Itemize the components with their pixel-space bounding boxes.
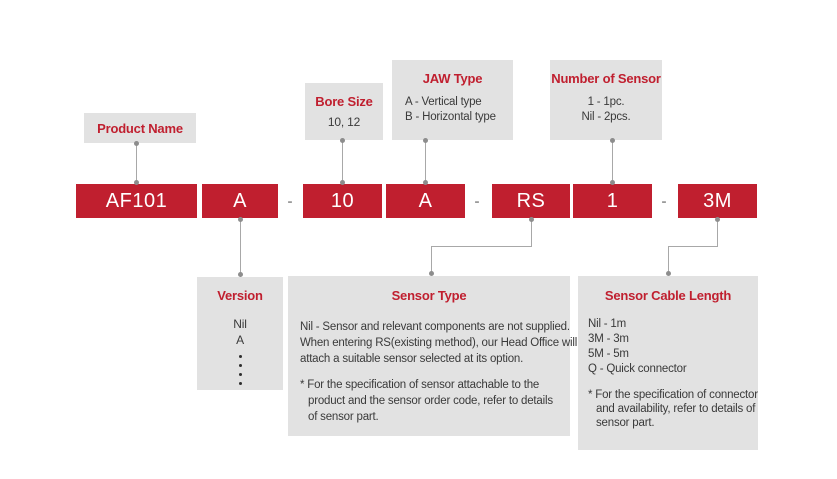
callout-version: Version Nil A: [197, 277, 283, 390]
option-item: A: [236, 333, 244, 347]
code-separator: -: [474, 192, 480, 210]
code-text: AF101: [105, 189, 168, 212]
connector-elbow-sensor-cable-length: [668, 246, 669, 275]
option-list: Nil - 1m 3M - 3m 5M - 5m Q - Quick conne…: [588, 317, 758, 377]
option-item: 1 - 1pc.: [587, 96, 625, 108]
connector-line-jaw-type: [425, 140, 426, 184]
option-list: A - Vertical type B - Horizontal type: [405, 95, 513, 125]
callout-jaw-type: JAW Type A - Vertical type B - Horizonta…: [392, 60, 513, 140]
callout-title: Sensor Cable Length: [604, 288, 732, 303]
connector-dot: [429, 271, 434, 276]
option-item: Nil: [233, 317, 247, 331]
code-block-sensor-type: RS: [492, 184, 570, 218]
footnote-line: sensor part.: [596, 417, 655, 429]
option-item: Q - Quick connector: [588, 363, 687, 375]
description-line: attach a suitable sensor selected at its…: [300, 353, 524, 365]
code-text: 3M: [703, 189, 732, 212]
code-separator: -: [287, 192, 293, 210]
option-item: 3M - 3m: [588, 333, 629, 345]
footnote: * For the specification of sensor attach…: [300, 377, 570, 425]
code-text: RS: [516, 189, 546, 212]
footnote: * For the specification of connector and…: [588, 388, 758, 430]
connector-line-version: [240, 218, 241, 277]
connector-dot: [423, 180, 428, 185]
code-block-version: A: [202, 184, 278, 218]
connector-elbow-sensor-type: [531, 219, 532, 247]
description-line: When entering RS(existing method), our H…: [300, 337, 578, 349]
description-line: Nil - Sensor and relevant components are…: [300, 321, 570, 333]
callout-title: Bore Size: [315, 94, 373, 109]
description: Nil - Sensor and relevant components are…: [300, 319, 578, 425]
bore-size-values: 10, 12: [327, 115, 361, 129]
connector-dot: [715, 217, 720, 222]
callout-product-name: Product Name: [84, 113, 196, 143]
footnote-line: of sensor part.: [308, 411, 379, 423]
connector-dot: [134, 180, 139, 185]
code-block-sensor-cable-length: 3M: [678, 184, 757, 218]
connector-dot: [529, 217, 534, 222]
callout-number-of-sensor: Number of Sensor 1 - 1pc. Nil - 2pcs.: [550, 60, 662, 140]
code-block-bore-size: 10: [303, 184, 382, 218]
more-options-ellipsis-icon: [197, 355, 283, 385]
connector-dot: [340, 180, 345, 185]
callout-sensor-cable-length: Sensor Cable Length Nil - 1m 3M - 3m 5M …: [578, 276, 758, 450]
footnote-line: and availability, refer to details of: [596, 403, 756, 415]
option-item: Nil - 1m: [588, 318, 627, 330]
connector-line-bore-size: [342, 140, 343, 184]
code-text: A: [418, 189, 433, 212]
code-block-number-of-sensor: 1: [573, 184, 652, 218]
footnote-line: * For the specification of connector: [588, 389, 758, 401]
connector-dot: [238, 217, 243, 222]
code-text: 1: [606, 189, 619, 212]
code-text: 10: [330, 189, 355, 212]
option-list: 1 - 1pc. Nil - 2pcs.: [550, 95, 662, 125]
connector-elbow-sensor-type: [431, 246, 432, 275]
code-block-product-name: AF101: [76, 184, 197, 218]
callout-bore-size: Bore Size 10, 12: [305, 83, 383, 140]
option-item: A - Vertical type: [405, 96, 482, 108]
callout-sensor-type: Sensor Type Nil - Sensor and relevant co…: [288, 276, 578, 436]
connector-dot: [340, 138, 345, 143]
connector-dot: [238, 272, 243, 277]
footnote-line: * For the specification of sensor attach…: [300, 379, 540, 391]
callout-title: JAW Type: [422, 71, 483, 86]
callout-title: Product Name: [97, 120, 183, 136]
callout-title: Number of Sensor: [551, 71, 661, 86]
connector-dot: [610, 180, 615, 185]
option-item: Nil - 2pcs.: [581, 111, 631, 123]
connector-line-product-name: [136, 143, 137, 184]
connector-dot: [134, 141, 139, 146]
connector-elbow-sensor-type: [431, 246, 532, 247]
code-block-jaw-type: A: [386, 184, 465, 218]
code-separator: -: [661, 192, 667, 210]
option-list: Nil A: [197, 316, 283, 348]
option-item: 5M - 5m: [588, 348, 629, 360]
connector-line-number-of-sensor: [612, 140, 613, 184]
connector-dot: [423, 138, 428, 143]
connector-dot: [666, 271, 671, 276]
connector-elbow-sensor-cable-length: [717, 219, 718, 247]
option-item: B - Horizontal type: [405, 111, 496, 123]
connector-elbow-sensor-cable-length: [668, 246, 718, 247]
callout-title: Version: [217, 288, 263, 303]
connector-dot: [610, 138, 615, 143]
callout-title: Sensor Type: [391, 288, 467, 303]
footnote-line: product and the sensor order code, refer…: [308, 395, 553, 407]
code-text: A: [233, 189, 247, 212]
